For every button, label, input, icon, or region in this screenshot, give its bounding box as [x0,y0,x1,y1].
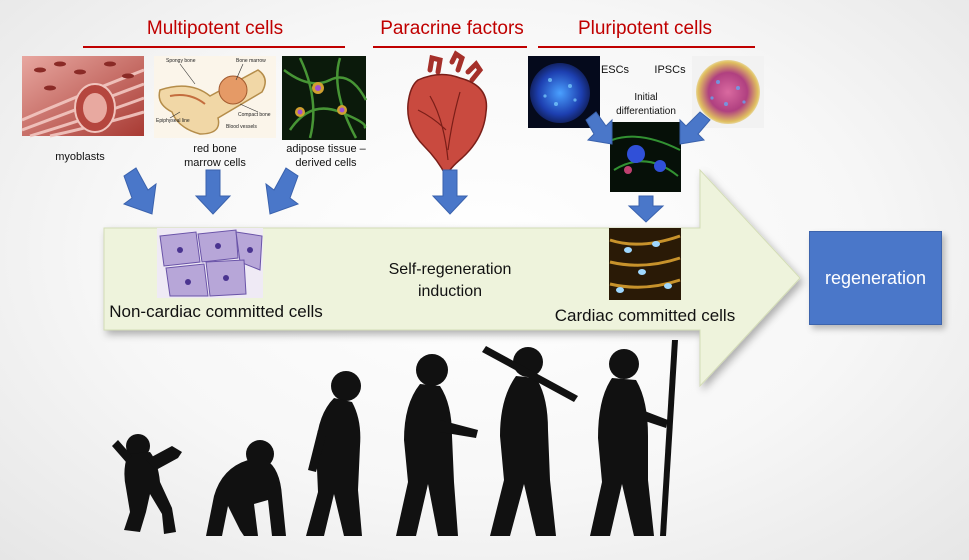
initial-differentiation-image [610,122,681,192]
bone-label-vessels: Blood vessels [226,124,257,130]
ipscs-caption: IPSCs [654,64,686,76]
down-arrow-icon [431,169,469,215]
escs-caption: ESCs [600,64,630,76]
human-evolution-silhouettes [112,340,678,536]
homo-erectus-silhouette [396,354,478,536]
bone-label-marrow: Bone marrow [236,58,266,64]
down-arrow-icon [627,195,665,223]
self-regeneration-label: Self-regeneration induction [388,261,512,300]
heart-illustration [407,50,488,178]
adipose-image [282,56,368,140]
myoblasts-image [21,56,145,138]
bone-label-epiphyseal: Epiphyseal line [156,118,190,124]
regeneration-label: regeneration [824,267,927,288]
escs-image [528,56,600,128]
regeneration-box: regeneration [809,231,942,325]
bone-marrow-caption: red bone marrow cells [184,143,246,169]
paracrine-underline [373,46,527,48]
homo-sapiens-silhouette [482,346,578,536]
monkey-silhouette [112,434,182,534]
adipose-caption: adipose tissue – derived cells [286,143,366,169]
down-arrow-icon [194,169,232,215]
multipotent-title: Multipotent cells [146,18,284,39]
modern-human-silhouette [590,340,678,536]
bone-marrow-image [154,56,276,138]
paracrine-title: Paracrine factors [380,18,524,39]
diagonal-arrow-icon [679,111,711,145]
myoblasts-caption: myoblasts [55,151,105,163]
cardiac-label: Cardiac committed cells [554,306,736,325]
big-progress-arrow [103,168,801,388]
diagonal-arrow-icon [122,167,157,215]
non-cardiac-label: Non-cardiac committed cells [109,302,323,321]
bone-label-compact: Compact bone [238,112,271,118]
diagonal-arrow-icon [265,167,300,215]
pluripotent-title: Pluripotent cells [577,18,713,39]
pluripotent-underline [538,46,755,48]
initial-differentiation-caption: Initial differentiation [616,92,676,117]
ape-silhouette [206,440,286,536]
early-hominid-silhouette [306,371,362,536]
multipotent-underline [83,46,345,48]
non-cardiac-cells-image [157,228,263,298]
cardiac-cells-image [609,228,681,300]
bone-label-spongy: Spongy bone [166,58,196,64]
diagonal-arrow-icon [585,111,613,145]
